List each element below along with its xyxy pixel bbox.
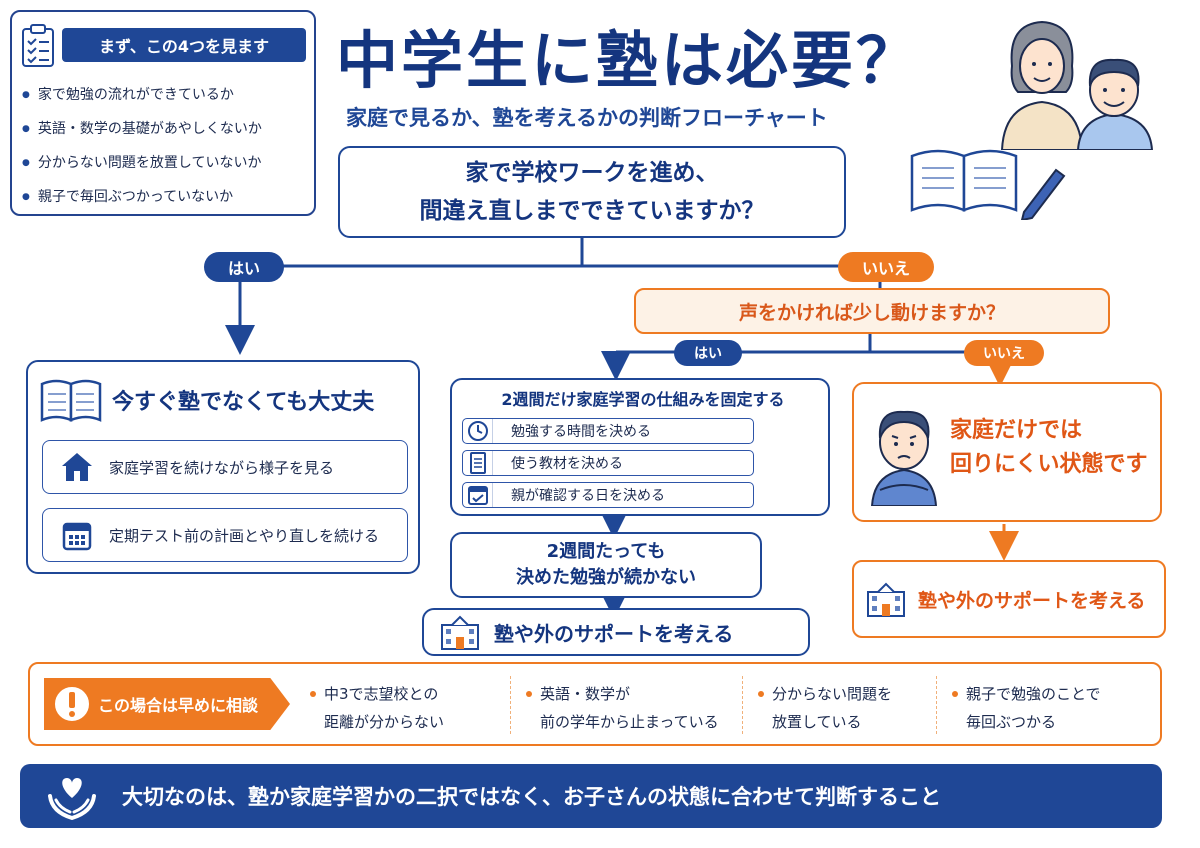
no-label: いいえ xyxy=(838,252,934,282)
consult-condition-line: 毎回ぶつかる xyxy=(966,713,1057,731)
support-label-right: 塾や外のサポートを考える xyxy=(918,589,1146,612)
consult-condition-line: 分からない問題を xyxy=(772,685,893,703)
consult-condition-line: 親子で勉強のことで xyxy=(966,685,1101,703)
exclamation-icon xyxy=(52,684,92,724)
yes-result-item-text: 定期テスト前の計画とやり直しを続ける xyxy=(109,526,380,545)
calendar-icon xyxy=(57,515,97,555)
yes-result-title: 今すぐ塾でなくても大丈夫 xyxy=(112,390,375,415)
plan-step: 親が確認する日を決める xyxy=(462,482,754,508)
parent-child-illustration xyxy=(994,6,1158,151)
consult-condition-line: 中3で志望校との xyxy=(324,685,439,703)
consult-condition-line: 放置している xyxy=(772,713,862,731)
school-icon xyxy=(438,613,482,651)
consult-condition: 分からない問題を 放置している xyxy=(758,680,942,736)
document-icon xyxy=(463,451,493,475)
plan-step: 勉強する時間を決める xyxy=(462,418,754,444)
page-subtitle: 家庭で見るか、塾を考えるかの判断フローチャート xyxy=(346,106,828,130)
school-icon xyxy=(864,580,908,618)
heart-hands-icon xyxy=(46,772,98,820)
support-label-left: 塾や外のサポートを考える xyxy=(494,621,734,646)
list-item: 分からない問題を放置していないか xyxy=(22,146,312,180)
divider xyxy=(936,676,937,734)
two-weeks-box: 2週間たっても 決めた勉強が続かない xyxy=(450,532,762,598)
divider xyxy=(510,676,511,734)
divider xyxy=(742,676,743,734)
consult-condition: 英語・数学が 前の学年から止まっている xyxy=(526,680,736,736)
consult-condition: 親子で勉強のことで 毎回ぶつかる xyxy=(952,680,1150,736)
two-weeks-line1: 2週間たっても xyxy=(546,541,666,562)
house-icon xyxy=(57,447,97,487)
clipboard-icon xyxy=(20,24,56,68)
question-1-line1: 家で学校ワークを進め、 xyxy=(465,160,719,186)
plan-step-text: 使う教材を決める xyxy=(511,456,623,472)
support-box-right: 塾や外のサポートを考える xyxy=(852,560,1166,638)
no-result-line2: 回りにくい状態です xyxy=(950,452,1148,477)
plan-title: 2週間だけ家庭学習の仕組みを固定する xyxy=(501,390,785,409)
question-2-box: 声をかければ少し動けますか？ xyxy=(634,288,1110,334)
question-1-box: 家で学校ワークを進め、 間違え直しまでできていますか？ xyxy=(338,146,846,238)
yes-result-item-text: 家庭学習を続けながら様子を見る xyxy=(109,458,335,477)
list-item: 親子で毎回ぶつかっていないか xyxy=(22,180,312,214)
yes-label: はい xyxy=(204,252,284,282)
consult-condition-line: 英語・数学が xyxy=(540,685,631,703)
support-box-left: 塾や外のサポートを考える xyxy=(422,608,810,656)
checklist-items: 家で勉強の流れができているか 英語・数学の基礎があやしくないか 分からない問題を… xyxy=(22,78,312,214)
question-1-line2: 間違え直しまでできていますか？ xyxy=(419,198,765,224)
book-pencil-icon xyxy=(908,140,1068,222)
footer-text: 大切なのは、塾か家庭学習かの二択ではなく、お子さんの状態に合わせて判断すること xyxy=(122,785,941,809)
consult-label: この場合は早めに相談 xyxy=(98,696,259,715)
yes-result-item: 家庭学習を続けながら様子を見る xyxy=(42,440,408,494)
consult-tag: この場合は早めに相談 xyxy=(44,678,290,730)
no-label-2: いいえ xyxy=(964,340,1044,366)
footer-banner: 大切なのは、塾か家庭学習かの二択ではなく、お子さんの状態に合わせて判断すること xyxy=(20,764,1162,828)
worried-child-illustration xyxy=(866,400,942,507)
plan-step-text: 親が確認する日を決める xyxy=(511,488,665,504)
page-title: 中学生に塾は必要？ xyxy=(336,24,922,97)
consult-condition-line: 前の学年から止まっている xyxy=(540,713,719,731)
calendar-check-icon xyxy=(463,483,493,507)
list-item: 英語・数学の基礎があやしくないか xyxy=(22,112,312,146)
plan-step: 使う教材を決める xyxy=(462,450,754,476)
checklist-title: まず、この4つを見ます xyxy=(62,28,306,62)
two-weeks-line2: 決めた勉強が続かない xyxy=(516,567,696,588)
no-result-text: 家庭だけでは 回りにくい状態です xyxy=(950,414,1150,482)
open-book-icon xyxy=(40,376,102,422)
no-result-line1: 家庭だけでは xyxy=(950,418,1083,443)
plan-step-text: 勉強する時間を決める xyxy=(511,424,651,440)
list-item: 家で勉強の流れができているか xyxy=(22,78,312,112)
consult-condition-line: 距離が分からない xyxy=(324,713,445,731)
yes-label-2: はい xyxy=(674,340,742,366)
yes-result-item: 定期テスト前の計画とやり直しを続ける xyxy=(42,508,408,562)
clock-icon xyxy=(463,419,493,443)
consult-condition: 中3で志望校との 距離が分からない xyxy=(310,680,504,736)
